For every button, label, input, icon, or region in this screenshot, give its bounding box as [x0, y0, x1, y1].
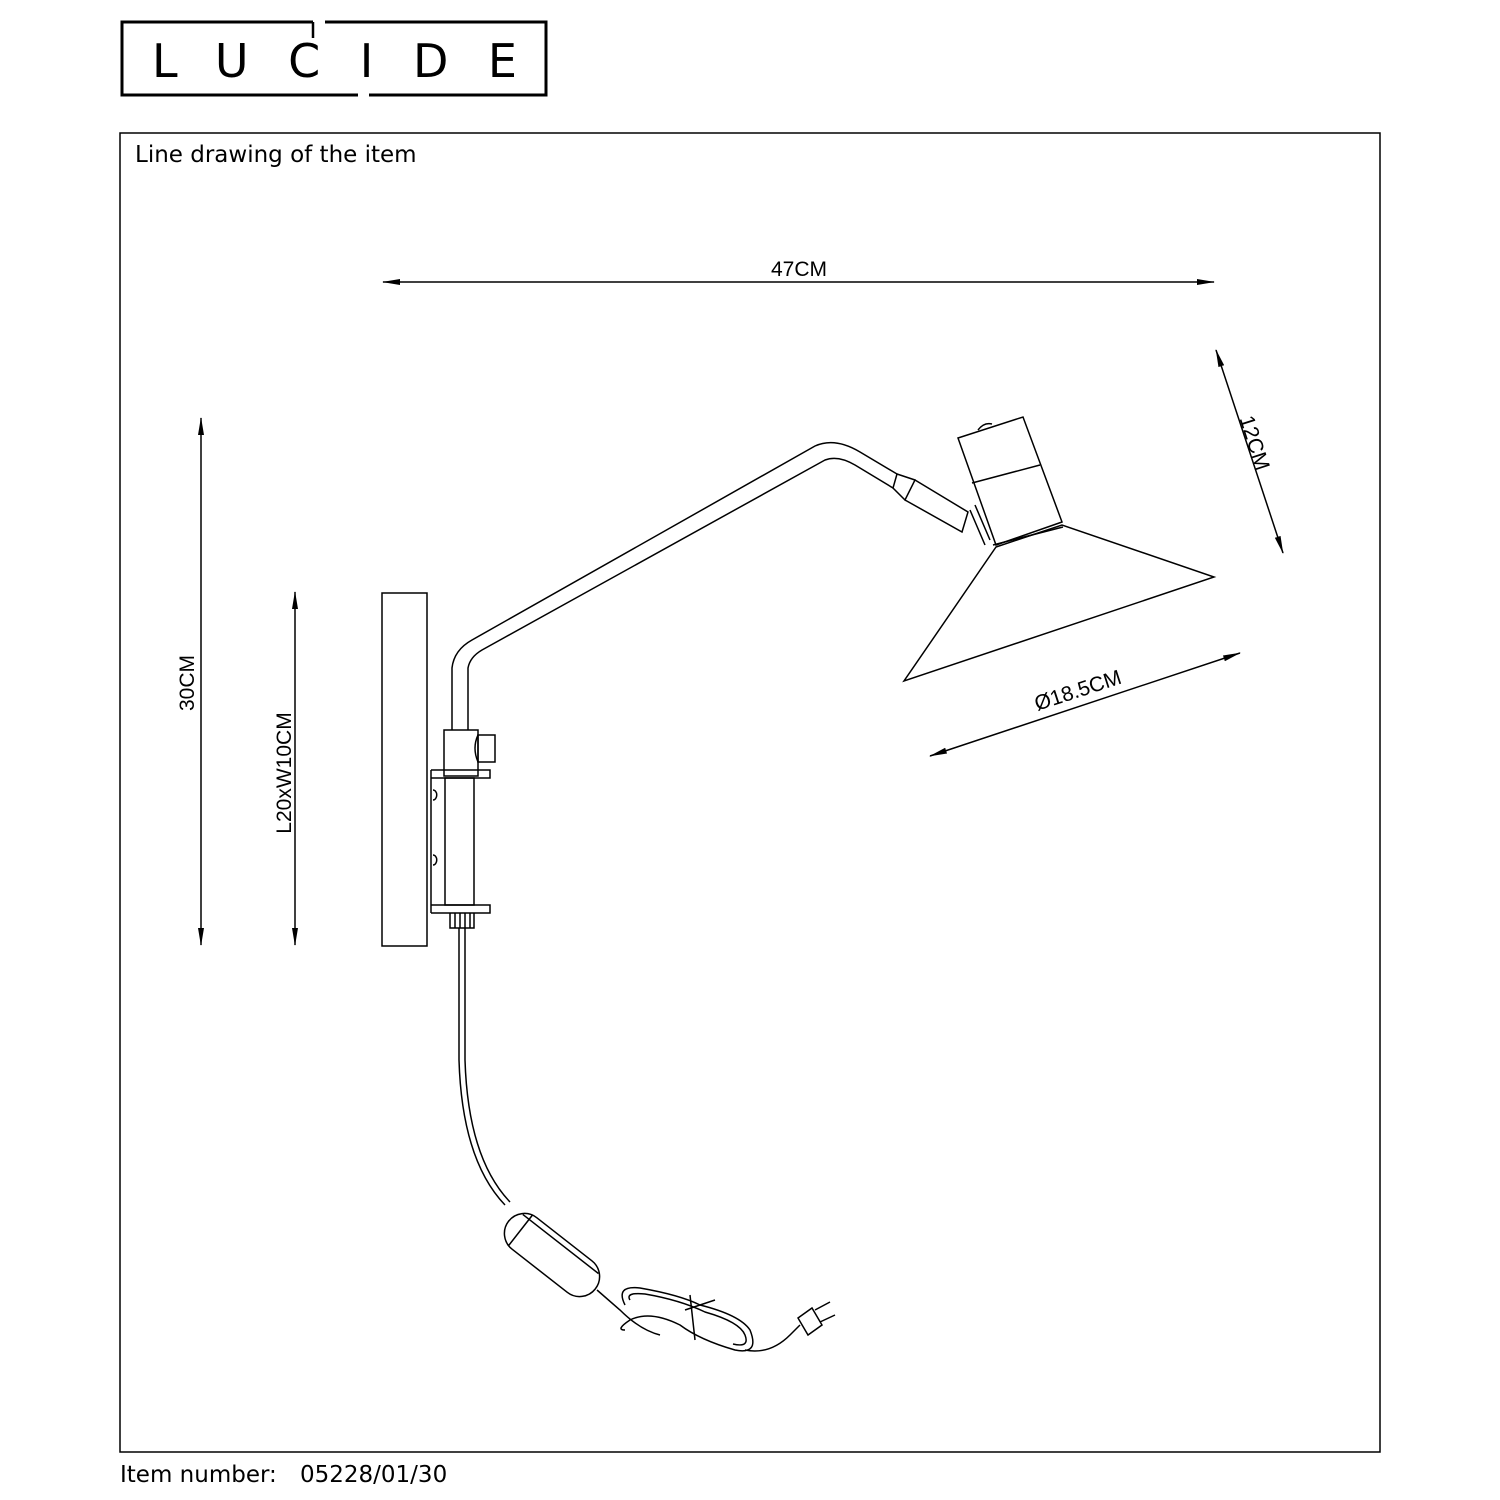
item-number-label: Item number:	[120, 1462, 277, 1488]
item-number: 05228/01/30	[300, 1462, 447, 1488]
lucide-logo: LUCIDE	[120, 20, 548, 97]
dimension-shade-diameter-label: Ø18.5CM	[1032, 666, 1125, 716]
dimension-shade-height-label: 12CM	[1235, 413, 1274, 473]
dimension-backplate-label: L20xW10CM	[273, 712, 296, 833]
wall-plate	[381, 592, 428, 947]
arm	[451, 441, 969, 730]
dimension-width-label: 47CM	[771, 258, 827, 281]
dimension-height-label: 30CM	[176, 655, 199, 711]
dimension-shade-diameter: Ø18.5CM	[929, 652, 1241, 757]
arm-joint	[443, 729, 496, 777]
power-cord	[458, 928, 836, 1352]
dimension-shade-height: 12CM	[1215, 349, 1284, 554]
dimension-height: 30CM	[176, 417, 204, 946]
drawing-frame	[119, 132, 1381, 1453]
logo-text: LUCIDE	[152, 34, 517, 88]
dimension-width: 47CM	[382, 258, 1215, 285]
lamp-shade	[902, 524, 1217, 683]
bracket	[430, 769, 491, 929]
socket	[957, 416, 1064, 546]
drawing-title: Line drawing of the item	[135, 142, 417, 168]
dimension-backplate: L20xW10CM	[273, 591, 298, 946]
lamp-drawing	[381, 416, 1217, 1352]
